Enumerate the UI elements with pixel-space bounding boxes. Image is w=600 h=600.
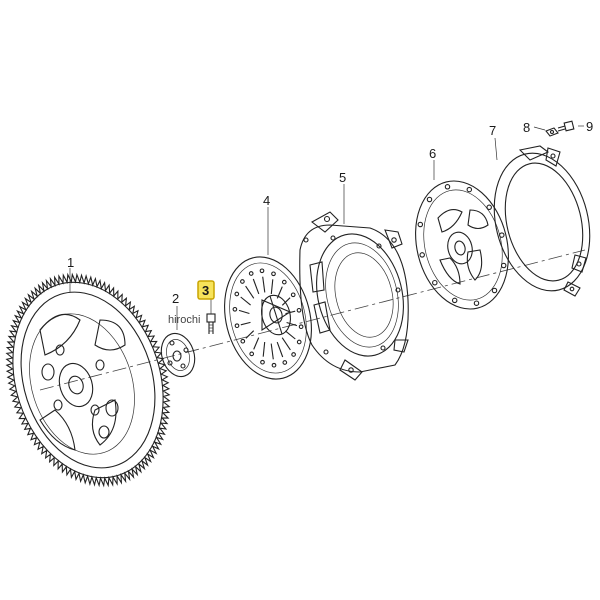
disc-slot xyxy=(276,341,284,358)
disc-slot xyxy=(281,337,291,351)
disc-rivet xyxy=(249,351,255,357)
clutch-disc-part-4 xyxy=(224,256,312,380)
disc-rivet xyxy=(281,279,287,285)
pressure-plate-part-5 xyxy=(299,211,409,381)
disc-slot xyxy=(281,297,291,306)
callout-4[interactable]: 4 xyxy=(263,193,270,208)
disc-rivet xyxy=(234,323,240,329)
disc-slot xyxy=(240,296,251,306)
disc-rivet xyxy=(232,306,238,312)
drive-disc-hole xyxy=(451,297,458,304)
disc-slot xyxy=(262,341,266,357)
disc-slot xyxy=(238,309,250,315)
disc-rivet xyxy=(271,271,276,277)
disc-rivet xyxy=(291,352,296,357)
drive-disc-hole xyxy=(419,252,425,258)
hub-plate-part-2 xyxy=(160,332,196,378)
disc-rivet xyxy=(271,362,277,368)
cover-ring-part-7 xyxy=(493,145,591,297)
bolt-part-3 xyxy=(206,313,216,334)
callout-3[interactable]: 3 xyxy=(202,283,209,298)
callout-3-highlight[interactable]: 3 xyxy=(197,280,215,300)
disc-slot xyxy=(270,343,274,360)
disc-slot xyxy=(285,330,296,340)
callout-8[interactable]: 8 xyxy=(523,120,530,135)
disc-rivet xyxy=(296,339,302,345)
drive-disc-hole xyxy=(432,279,438,286)
disc-slot xyxy=(245,330,255,339)
leader-lines xyxy=(69,125,584,330)
disc-slot xyxy=(270,279,274,295)
drive-disc-hole xyxy=(486,204,492,211)
callout-7[interactable]: 7 xyxy=(489,123,496,138)
disc-rivet xyxy=(260,359,265,365)
callout-1[interactable]: 1 xyxy=(67,255,74,270)
watermark-text: hirochi xyxy=(168,314,200,326)
disc-rivet xyxy=(282,360,288,365)
disc-rivet xyxy=(290,292,296,298)
disc-rivet xyxy=(259,268,265,274)
screw-part-9 xyxy=(557,120,575,132)
drive-disc-hole xyxy=(444,184,451,190)
disc-slot xyxy=(286,321,298,327)
drive-disc-part-6 xyxy=(415,180,509,310)
callout-6[interactable]: 6 xyxy=(429,146,436,161)
drive-disc-hole xyxy=(473,300,480,306)
callout-2[interactable]: 2 xyxy=(172,291,179,306)
drive-disc-hole xyxy=(466,186,473,193)
callout-5[interactable]: 5 xyxy=(339,170,346,185)
disc-slot xyxy=(240,321,251,326)
drive-disc-hole xyxy=(417,221,424,228)
flywheel-part-1 xyxy=(5,272,171,488)
drive-disc-hole xyxy=(491,287,498,294)
disc-rivet xyxy=(248,271,254,276)
disc-slot xyxy=(253,337,260,350)
washer-part-8 xyxy=(545,127,559,137)
disc-rivet xyxy=(234,291,240,297)
disc-slot xyxy=(262,276,266,293)
disc-rivet xyxy=(296,307,302,313)
highlight-box xyxy=(197,280,215,300)
drive-disc-hole xyxy=(426,196,433,203)
disc-slot xyxy=(252,278,260,295)
drive-disc-hole xyxy=(500,262,507,269)
disc-rivet xyxy=(240,338,246,344)
callout-9[interactable]: 9 xyxy=(586,119,593,134)
disc-rivet xyxy=(298,324,304,330)
disc-rivet xyxy=(240,279,245,284)
disc-slot xyxy=(245,285,255,299)
center-axis-line xyxy=(39,249,586,391)
drive-disc-hole xyxy=(499,232,505,238)
